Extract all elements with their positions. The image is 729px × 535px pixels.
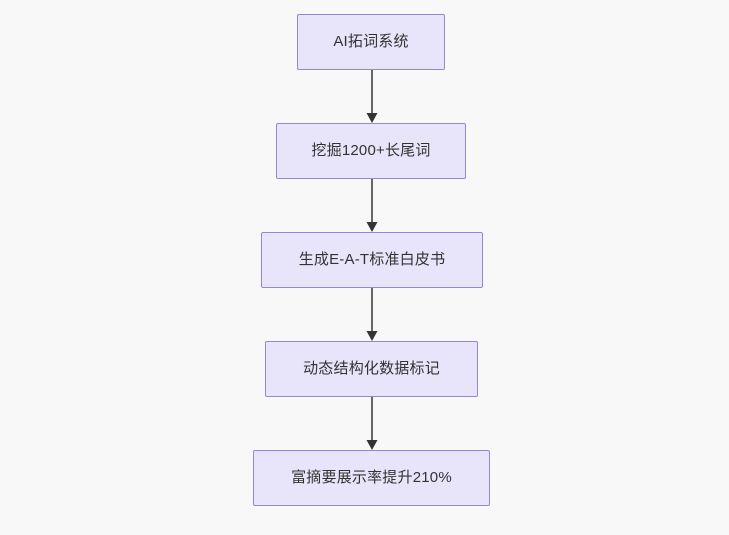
flowchart-arrow-1 bbox=[352, 70, 392, 123]
flowchart-node-5[interactable]: 富摘要展示率提升210% bbox=[253, 450, 490, 506]
flowchart-node-3-label: 生成E-A-T标准白皮书 bbox=[298, 251, 446, 268]
flowchart-arrow-4 bbox=[352, 397, 392, 450]
flowchart-node-1[interactable]: AI拓词系统 bbox=[297, 14, 445, 70]
flowchart-node-2-label: 挖掘1200+长尾词 bbox=[311, 142, 431, 159]
flowchart-node-1-label: AI拓词系统 bbox=[333, 33, 409, 50]
flowchart-arrow-3 bbox=[352, 288, 392, 341]
flowchart-node-5-label: 富摘要展示率提升210% bbox=[291, 469, 452, 486]
flowchart-node-4[interactable]: 动态结构化数据标记 bbox=[265, 341, 478, 397]
flowchart-node-4-label: 动态结构化数据标记 bbox=[303, 360, 440, 377]
flowchart-node-3[interactable]: 生成E-A-T标准白皮书 bbox=[261, 232, 483, 288]
flowchart-arrow-2 bbox=[352, 179, 392, 232]
flowchart-node-2[interactable]: 挖掘1200+长尾词 bbox=[276, 123, 466, 179]
